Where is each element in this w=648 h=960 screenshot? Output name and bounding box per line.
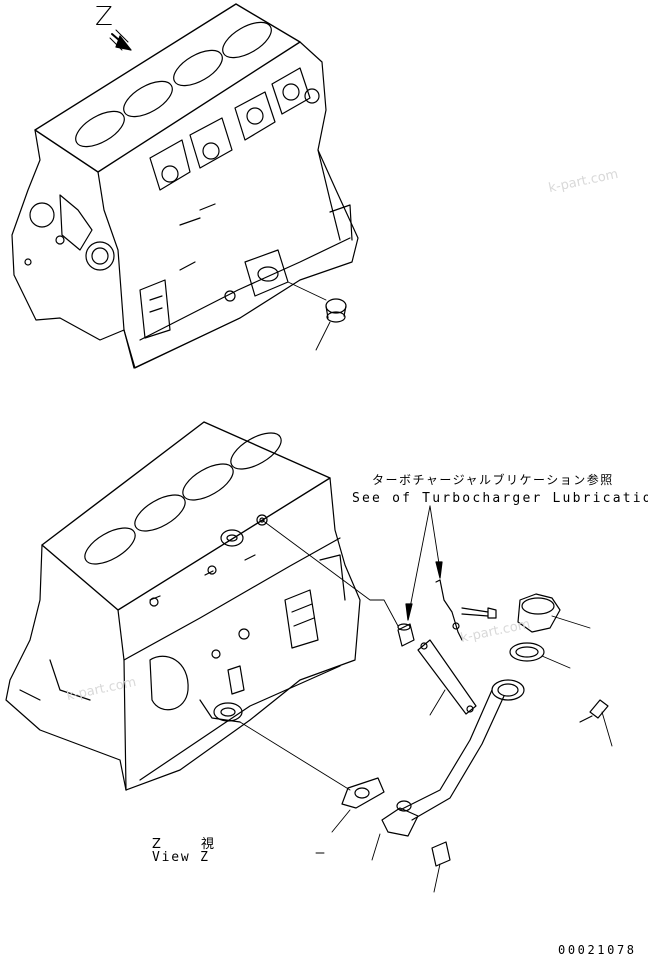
tube-gasket <box>239 721 385 833</box>
cylinder-bore <box>222 21 272 59</box>
cap-seal-ring <box>509 642 571 669</box>
view-caption-japanese: Z 視 <box>152 837 233 852</box>
tube-stay-bracket <box>417 639 477 716</box>
bolt <box>579 699 613 747</box>
engine-block-bottom <box>5 421 361 791</box>
cylinder-bore <box>230 432 282 470</box>
cylinder-bore <box>123 80 173 118</box>
cylinder-bore <box>84 527 136 565</box>
expansion-plug <box>287 281 347 351</box>
view-caption-english: View Z <box>152 850 210 865</box>
bolt <box>461 607 497 619</box>
oil-filler-tube <box>371 679 525 861</box>
cylinder-bore <box>134 494 186 532</box>
bolt <box>431 841 451 893</box>
filler-cap <box>517 593 591 633</box>
cylinder-bore <box>182 463 234 501</box>
view-z-marker: Z <box>95 2 113 32</box>
cylinder-bore <box>173 49 223 87</box>
document-number: 00021078 <box>558 943 637 957</box>
cylinder-bore <box>75 110 125 148</box>
oil-pipe-union <box>397 579 463 647</box>
view-z-arrow <box>109 29 132 51</box>
engine-block-top <box>11 3 359 369</box>
reference-note-english: See of Turbocharger Lubrication <box>352 491 648 506</box>
reference-arrows <box>261 505 443 627</box>
reference-note-japanese: ターボチャージャルブリケーション参照 <box>372 473 614 487</box>
